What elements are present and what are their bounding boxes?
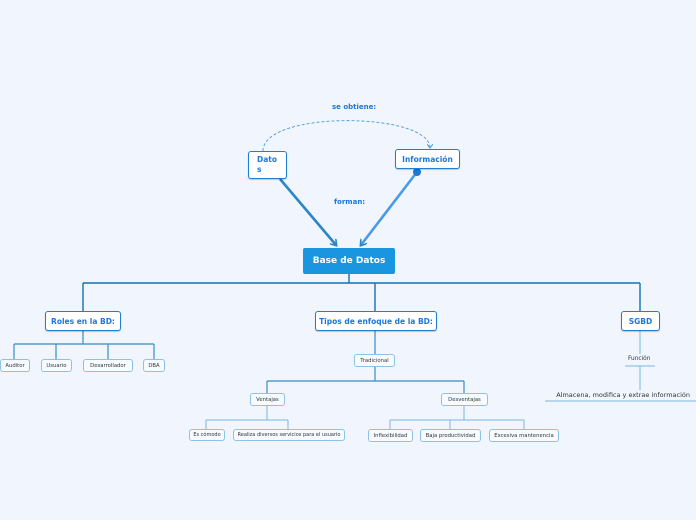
informacion-node[interactable]: Información (395, 149, 460, 169)
ventajas-node[interactable]: Ventajas (250, 393, 285, 406)
informacion-dot (413, 168, 421, 176)
role-auditor[interactable]: Auditor (0, 359, 30, 372)
informacion-arrow (361, 171, 419, 245)
se-obtiene-relation (262, 120, 430, 152)
roles-node[interactable]: Roles en la BD: (45, 311, 121, 331)
forman-label: forman: (334, 198, 366, 206)
role-usuario[interactable]: Usuario (41, 359, 72, 372)
role-desarrollador[interactable]: Desarrollador (83, 359, 133, 372)
tradicional-node[interactable]: Tradicional (354, 354, 395, 367)
role-dba[interactable]: DBA (143, 359, 165, 372)
desventajas-node[interactable]: Desventajas (441, 393, 488, 406)
ventaja-item[interactable]: Es cómodo (189, 429, 225, 441)
sgbd-node[interactable]: SGBD (621, 311, 660, 331)
sgbd-descripcion[interactable]: Almacena, modifica y extrae información (556, 391, 690, 399)
datos-arrow (279, 178, 336, 245)
funcion-label[interactable]: Función (628, 356, 651, 362)
datos-node[interactable]: Dato s (248, 151, 287, 179)
desventaja-item[interactable]: Excesiva mantenencia (489, 429, 559, 442)
desventaja-item[interactable]: Inflexibilidad (368, 429, 413, 442)
ventaja-item[interactable]: Realiza diversos servicios para el usuar… (233, 429, 345, 441)
base-de-datos-node[interactable]: Base de Datos (303, 248, 395, 274)
se-obtiene-label: se obtiene: (332, 103, 377, 111)
desventaja-item[interactable]: Baja productividad (420, 429, 481, 442)
tipos-enfoque-node[interactable]: Tipos de enfoque de la BD: (315, 311, 437, 331)
